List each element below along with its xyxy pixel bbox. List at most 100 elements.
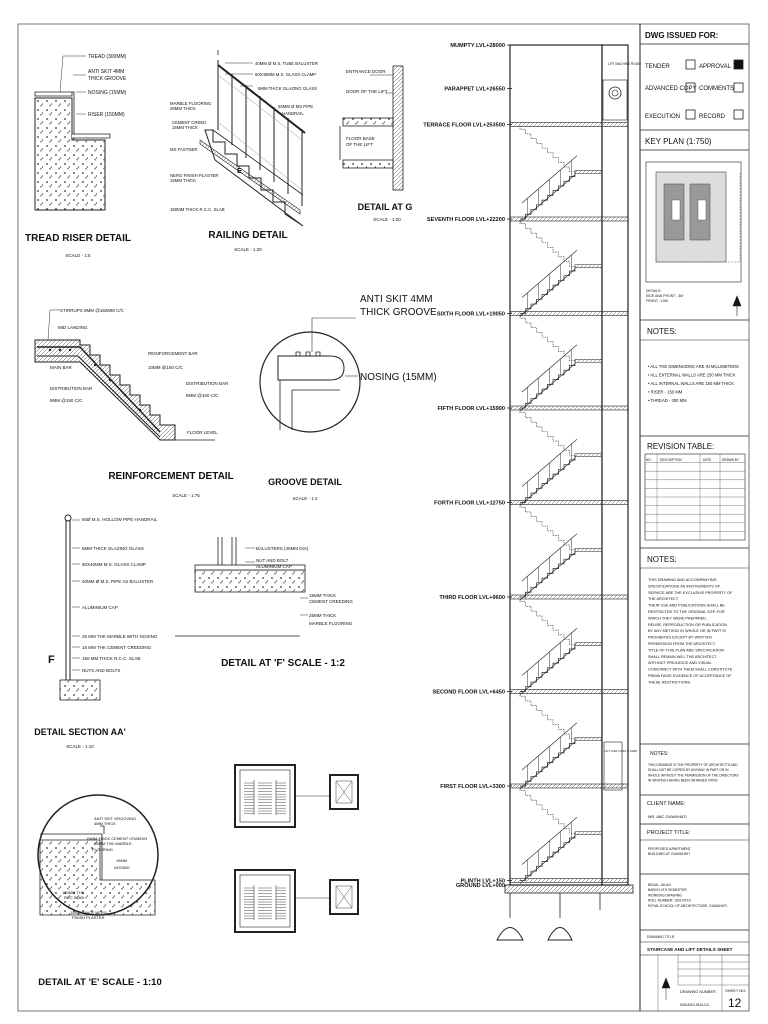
note-line: IN WRITING HAVING BEEN OBTAINED FIRST.: [648, 779, 718, 783]
lift-machine-room-label: LIFT MACHINE ROOM: [608, 62, 641, 66]
client-title: CLIENT NAME:: [647, 801, 686, 807]
checkbox-comments[interactable]: [733, 82, 744, 93]
revision-title: REVISION TABLE:: [647, 442, 714, 451]
railing-detail: 40MM Ø M.S. TUBE BALUSTER 60X45MM M.S. G…: [170, 50, 318, 252]
f-label-1: NUT AND BOLT: [256, 558, 289, 563]
f-label-5: 25MM THICK: [309, 613, 336, 618]
railing-label-2: 6MM THICK GLAZING GLASS: [258, 86, 317, 91]
key-plan-title: KEY PLAN (1:750): [645, 137, 712, 146]
level-label: FIRST FLOOR LVL+3300: [440, 784, 505, 790]
f-label-4: CEMENT CREEDING: [309, 599, 353, 604]
level-label: SIXTH FLOOR LVL+19050: [437, 312, 505, 318]
detail-g-label-3: OF THE LIFT: [346, 142, 373, 147]
title-block: DWG ISSUED FOR: TENDER APPROVAL ADVANCED…: [639, 24, 749, 1011]
detail-g-label-0: ENTRANCE DOOR: [346, 69, 386, 74]
f-label-2: ALUMINIUM CAP: [256, 564, 292, 569]
level-label: TERRACE FLOOR LVL+253500: [423, 123, 505, 129]
level-label: PLINTH LVL+150: [460, 879, 505, 885]
note-line: BEGAL JALAN: [648, 883, 671, 887]
railing-label-7: CEMENT CREED: [172, 120, 206, 125]
detail-section-aa: 50Ø M.S. HOLLOW PIPE HANDRAIL 6MM THICK …: [34, 514, 158, 749]
reinf-label-3: DISTRIBUTION BAR: [50, 386, 93, 391]
e-label-8: RCC SLAB: [64, 895, 84, 900]
key-plan-note-1: SIDE AND FRONT : 3M: [646, 294, 683, 298]
note-line: SHALL REMAIN WILL THE ARCHITECT: [648, 655, 717, 659]
client-name: MR. ABC GUWAHATI: [648, 814, 687, 819]
railing-label-1: 60X45MM M.S. GLASS CLAMP: [255, 72, 316, 77]
notes3-list: THIS DRAWING IS THE PROPERTY OF ARCHITEC…: [648, 763, 739, 783]
groove-label-antiskit: ANTI SKIT 4MM: [360, 294, 433, 305]
level-label: MUMPTY LVL+28000: [450, 43, 505, 49]
aa-label-2: 60X45MM M.S. GLASS CLAMP: [82, 562, 146, 567]
railing-scale: SCALE - 1:20: [234, 247, 262, 252]
note-line: BARCH 4TH SEMESTER: [648, 888, 687, 892]
note-line: • ALL THE DIMENSIONS ARE IN MILLIMETERS: [648, 364, 739, 369]
f-label-0: BALUSTERS (40MM DIA): [256, 546, 309, 551]
level-label: FIFTH FLOOR LVL+15900: [438, 406, 506, 412]
notes1-list: • ALL THE DIMENSIONS ARE IN MILLIMETERS •…: [648, 364, 739, 403]
reinf-label-6: 10MM @150 C/C: [148, 365, 184, 370]
note-line: THESE RESTRICTIONS.: [648, 680, 691, 684]
railing-label-12: 150MM THICK R.C.C. SLAB: [170, 207, 225, 212]
notes1-title: NOTES:: [647, 327, 677, 336]
tread-riser-label-tread: TREAD (300MM): [88, 54, 127, 60]
tread-riser-label-groove: THICK GROOVE: [88, 76, 127, 82]
checkbox-tender[interactable]: [685, 59, 696, 70]
checkbox-approval[interactable]: [733, 59, 744, 70]
note-line: ROLL NUMBER: 1921XXXX: [648, 899, 692, 903]
note-line: WORKING DRAWING: [648, 893, 682, 897]
railing-label-9: MS FASTNER: [170, 147, 197, 152]
north-arrow-small-icon: [661, 977, 671, 1000]
aa-label-5: 25 MM THK MARBLE WITH NOSING: [82, 634, 158, 639]
checkbox-record[interactable]: [733, 109, 744, 120]
project-line-0: PROPOSED APARTMENT: [648, 847, 692, 851]
note-line: PROHIBITED EXCEPT BY WRITTEN: [648, 636, 712, 640]
reinf-label-2: MAIN BAR: [50, 365, 73, 370]
tread-riser-scale: SCALE - 1:5: [65, 253, 91, 258]
note-line: THEIR USE AND PUBLICATIONS SHALL BE: [648, 604, 725, 608]
note-line: WHICH THEY WERE PREPARED.: [648, 616, 707, 620]
detail-at-e: ANTI SKIT GROOVING 4MM THICK 15MM THICK …: [37, 794, 162, 988]
e-label-6: NOSING: [114, 865, 130, 870]
reinf-label-1: MID LANDING: [58, 325, 88, 330]
note-line: CONSTANCY WITH THEM SHALL CONSTITUTE: [648, 668, 733, 672]
option-execution: EXECUTION: [645, 114, 680, 120]
note-line: ROYAL SCHOOL OF ARCHITECTURE, GUWAHATI: [648, 904, 727, 908]
reinf-label-0: STIRRUPS 8MM @150MM C/C: [60, 308, 125, 313]
note-line: THIS DRAWING AND ACCOMPANYING: [648, 578, 717, 582]
note-line: • RISER - 150 MM: [648, 390, 683, 395]
aa-label-0: 50Ø M.S. HOLLOW PIPE HANDRAIL: [82, 517, 158, 522]
note-line: PERMISSION FROM THE ARCHITECT.: [648, 642, 716, 646]
detail-g-scale: SCALE - 1:20: [373, 217, 401, 222]
revision-table: NO. DESCRIPTION DATE DRAWN BY: [644, 453, 746, 541]
issued-options: TENDER APPROVAL ADVANCED COPY COMMENTS E…: [645, 59, 744, 120]
e-label-10: FINISH PLASTER: [72, 915, 105, 920]
aa-label-8: NUTS AND BOLTS: [82, 668, 120, 673]
aa-label-3: 40MM Ø M.S. PIPE AS BALUSTER: [82, 579, 154, 584]
level-label: SEVENTH FLOOR LVL+22200: [427, 217, 505, 223]
project-line-1: BUILDING AT GUWAHATI: [648, 852, 690, 856]
aa-marker-f: F: [48, 654, 55, 666]
tread-riser-title: TREAD RISER DETAIL: [25, 233, 131, 244]
tread-riser-label-antiskit: ANTI SKIT 4MM: [88, 69, 124, 75]
detail-g-label-1: DOOR OF THE LIFT: [346, 89, 388, 94]
key-plan-drawing: [655, 171, 741, 263]
f-label-3: 15MM THICK: [309, 593, 336, 598]
level-label: PARAPPET LVL+26550: [444, 87, 505, 93]
level-label: FORTH FLOOR LVL+12750: [434, 501, 505, 507]
level-label: GROUND LVL+000: [456, 883, 505, 889]
railing-label-5: MARBLE FLOORING: [170, 101, 212, 106]
groove-label-nosing: NOSING (15MM): [360, 372, 437, 383]
railing-label-6: 25MM THICK: [170, 106, 196, 111]
railing-label-0: 40MM Ø M.S. TUBE BALUSTER: [255, 61, 318, 66]
note-line: RESTRICTED TO THE ORIGINAL SITE FOR: [648, 610, 725, 614]
railing-label-4: HANDRAIL: [282, 111, 304, 116]
option-tender: TENDER: [645, 64, 670, 70]
checkbox-execution[interactable]: [685, 109, 696, 120]
checkbox-advanced-copy[interactable]: [685, 82, 696, 93]
e-label-2: 15MM THICK CEMENT CRAEDIN: [86, 836, 147, 841]
north-arrow-icon: [732, 295, 742, 316]
note-line: WITHOUT PREJUDICE AND VISUAL: [648, 661, 712, 665]
note-line: • ALL EXTERNAL WALLS ARE 230 MM THICK: [648, 373, 736, 378]
